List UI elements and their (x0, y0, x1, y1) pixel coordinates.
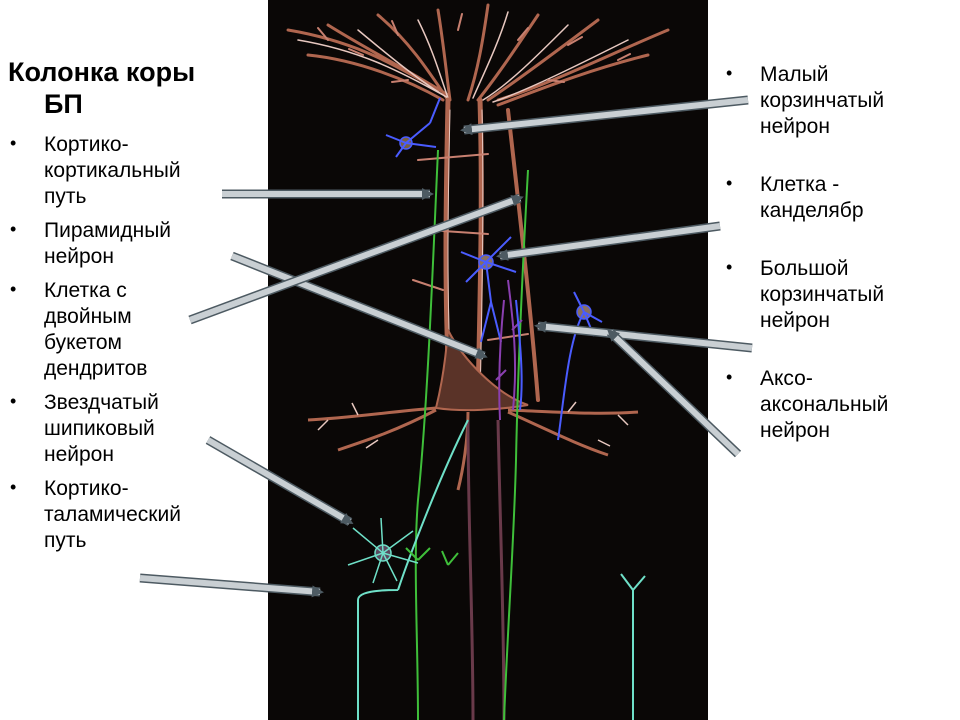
label-line: Большой (760, 257, 849, 280)
double-bouquet-cell (495, 279, 523, 421)
label-pyramidal-neuron: • Пирамидный нейрон (10, 218, 234, 270)
bullet-icon: • (10, 133, 17, 153)
bullet-icon: • (10, 219, 17, 239)
arrow-icon (188, 193, 524, 325)
slide-title: Колонка коры БП (8, 56, 248, 120)
left-label-list: • Кортико- кортикальный путь • Пирамидны… (10, 132, 234, 554)
label-double-bouquet-cell: • Клетка с двойным букетом дендритов (10, 278, 234, 382)
label-line: Клетка - (760, 173, 840, 196)
label-line: Аксо- (760, 367, 813, 390)
label-line: Кортико- (44, 477, 129, 500)
label-large-basket-neuron: • Большой корзинчатый нейрон (726, 256, 950, 334)
label-line: таламический (44, 503, 181, 526)
label-line: нейрон (44, 443, 114, 466)
spiny-stellate-neuron (347, 517, 419, 584)
label-cortico-thalamic-path: • Кортико- таламический путь (10, 476, 234, 554)
bullet-icon: • (10, 391, 17, 411)
label-line: букетом (44, 331, 122, 354)
arrow-icon (460, 95, 749, 136)
label-line: Малый (760, 63, 829, 86)
bullet-icon: • (726, 63, 733, 83)
right-label-list: • Малый корзинчатый нейрон • Клетка - ка… (726, 62, 950, 444)
label-line: аксональный (760, 393, 889, 416)
label-line: нейрон (760, 115, 830, 138)
label-line: дендритов (44, 357, 148, 380)
large-basket-neuron (557, 291, 603, 441)
label-small-basket-neuron: • Малый корзинчатый нейрон (726, 62, 950, 140)
label-line: путь (44, 185, 87, 208)
label-line: нейрон (760, 419, 830, 442)
label-line: нейрон (44, 245, 114, 268)
bullet-icon: • (726, 173, 733, 193)
label-line: Пирамидный (44, 219, 172, 242)
label-line: корзинчатый (760, 89, 885, 112)
label-line: двойным (44, 305, 132, 328)
label-line: нейрон (760, 309, 830, 332)
label-cortico-cortical-path: • Кортико- кортикальный путь (10, 132, 234, 210)
label-line: канделябр (760, 199, 864, 222)
label-line: Кортико- (44, 133, 129, 156)
label-line: корзинчатый (760, 283, 885, 306)
small-basket-neuron (385, 97, 441, 158)
label-line: кортикальный (44, 159, 181, 182)
arrow-icon (205, 436, 354, 526)
descending-axons (466, 419, 506, 720)
bullet-icon: • (726, 367, 733, 387)
label-axo-axonal-neuron: • Аксо- аксональный нейрон (726, 366, 950, 444)
label-spiny-stellate-neuron: • Звездчатый шипиковый нейрон (10, 390, 234, 468)
title-line-2: БП (44, 89, 83, 119)
bullet-icon: • (726, 257, 733, 277)
apical-dendrite-tuft (286, 3, 670, 107)
chandelier-cell (460, 236, 517, 343)
arrow-icon (534, 320, 753, 353)
label-line: Клетка с (44, 279, 127, 302)
title-line-1: Колонка коры (8, 57, 196, 87)
arrow-icon (606, 328, 742, 458)
arrow-icon (496, 221, 721, 261)
label-line: шипиковый (44, 417, 155, 440)
arrow-icon (230, 251, 488, 361)
bullet-icon: • (10, 279, 17, 299)
arrow-icon (139, 573, 324, 598)
label-chandelier-cell: • Клетка - канделябр (726, 172, 950, 224)
label-line: Звездчатый (44, 391, 159, 414)
label-line: путь (44, 529, 87, 552)
bullet-icon: • (10, 477, 17, 497)
